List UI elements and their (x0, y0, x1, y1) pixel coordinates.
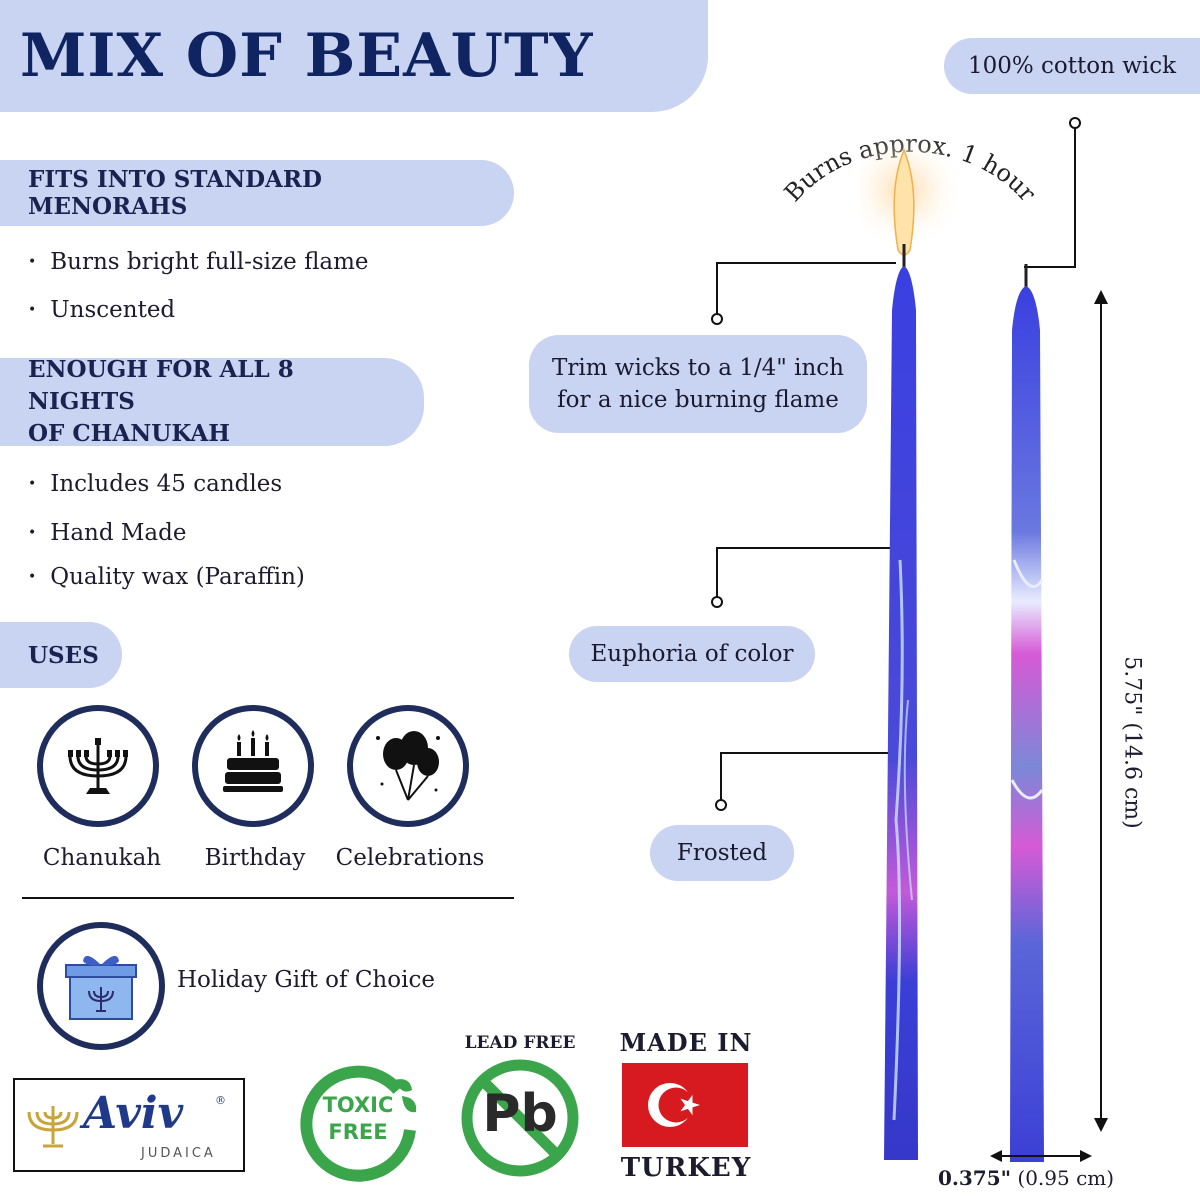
brand-name: Aviv (83, 1088, 184, 1139)
uses-heading-pill: USES (0, 622, 122, 688)
bullet-item: Burns bright full-size flame (28, 249, 368, 275)
wick-callout: 100% cotton wick (944, 38, 1200, 94)
leader-line (716, 262, 718, 317)
divider (22, 897, 514, 899)
width-rest: (0.95 cm) (1011, 1166, 1115, 1190)
use-label-celebrations: Celebrations (335, 845, 485, 871)
euphoria-text: Euphoria of color (590, 640, 794, 667)
gift-label: Holiday Gift of Choice (177, 967, 435, 993)
brand-registered: ® (215, 1094, 226, 1107)
brand-logo: Aviv ® JUDAICA (13, 1078, 245, 1172)
leader-dot (715, 799, 727, 811)
leader-line (716, 547, 718, 599)
euphoria-callout: Euphoria of color (569, 626, 815, 682)
width-dimension-line (996, 1155, 1086, 1157)
use-label-birthday: Birthday (204, 845, 306, 871)
menorah-icon (37, 705, 159, 827)
leader-line (716, 547, 904, 549)
leader-line (1074, 124, 1076, 266)
leader-line (720, 752, 722, 802)
trim-callout: Trim wicks to a 1/4" inch for a nice bur… (529, 335, 867, 433)
frosted-candle (1010, 264, 1044, 1162)
bullet-item: Quality wax (Paraffin) (28, 564, 305, 590)
leader-dot (711, 313, 723, 325)
trim-line2: for a nice burning flame (557, 387, 839, 413)
made-in-bottom: TURKEY (620, 1153, 752, 1183)
width-label: 0.375" (0.95 cm) (938, 1166, 1114, 1190)
brand-sub: JUDAICA (141, 1146, 216, 1161)
fits-heading: FITS INTO STANDARD MENORAHS (28, 166, 322, 220)
use-label-chanukah: Chanukah (42, 845, 162, 871)
birthday-cake-icon (192, 705, 314, 827)
width-bold: 0.375" (938, 1166, 1012, 1190)
toxic-free-badge: TOXIC FREE (298, 1060, 420, 1182)
toxic-free-line2: FREE (328, 1120, 388, 1145)
height-arrows (1094, 290, 1108, 1132)
bullet-item: Unscented (28, 297, 175, 323)
brand-menorah-icon (27, 1106, 79, 1148)
lead-free-badge: Pb (460, 1058, 580, 1178)
balloons-icon (347, 705, 469, 827)
nights-heading-line2: OF CHANUKAH (28, 420, 230, 448)
turkey-flag-icon (622, 1063, 748, 1147)
leader-dot (1069, 117, 1081, 129)
wick-callout-text: 100% cotton wick (967, 52, 1177, 79)
lead-free-label: LEAD FREE (464, 1033, 576, 1053)
leader-dot (711, 596, 723, 608)
made-in-top: MADE IN (619, 1028, 753, 1057)
bullet-item: Hand Made (28, 520, 186, 546)
frosted-text: Frosted (676, 839, 768, 866)
trim-line1: Trim wicks to a 1/4" inch (552, 354, 844, 381)
toxic-free-line1: TOXIC (322, 1093, 394, 1117)
lit-candle (860, 140, 960, 1160)
nights-heading-pill: ENOUGH FOR ALL 8 NIGHTS OF CHANUKAH (0, 356, 424, 447)
gift-box-icon (37, 922, 165, 1050)
lead-symbol: Pb (482, 1084, 558, 1144)
title-banner: MIX OF BEAUTY (0, 0, 708, 112)
width-arrows (990, 1150, 1092, 1162)
leader-line (1024, 266, 1076, 268)
nights-heading-line1: ENOUGH FOR ALL 8 NIGHTS (28, 355, 294, 415)
height-dimension-line (1100, 296, 1102, 1126)
page-title: MIX OF BEAUTY (20, 21, 594, 91)
uses-heading: USES (28, 641, 99, 669)
leader-line (716, 262, 896, 264)
leader-line (720, 752, 896, 754)
height-label: 5.75" (14.6 cm) (1119, 656, 1145, 829)
bullet-item: Includes 45 candles (28, 471, 282, 497)
frosted-callout: Frosted (650, 825, 794, 881)
fits-heading-pill: FITS INTO STANDARD MENORAHS (0, 160, 514, 226)
